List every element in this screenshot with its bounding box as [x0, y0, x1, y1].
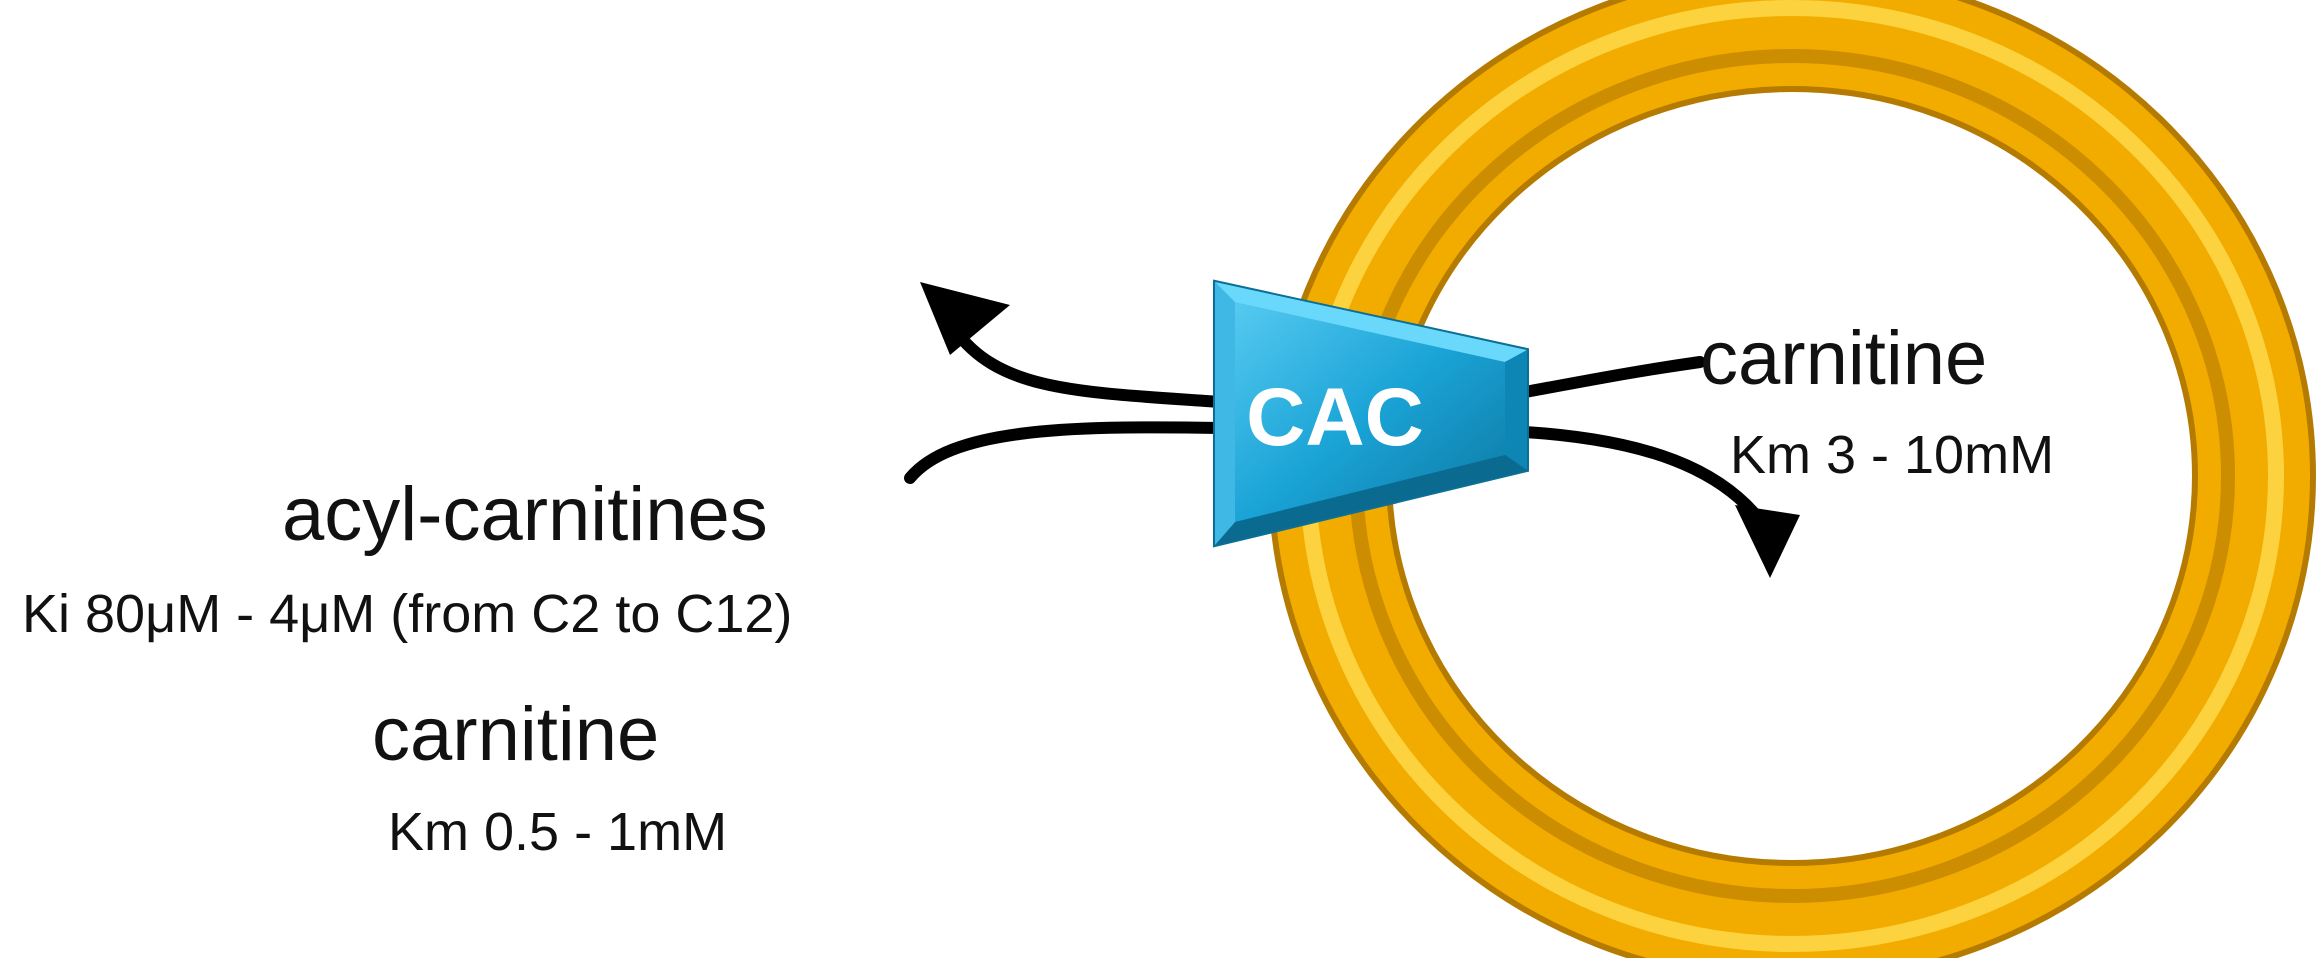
- carnitine-inside-label: carnitine: [1700, 316, 1987, 401]
- cac-transporter: CAC: [1213, 279, 1529, 548]
- acyl-carnitines-kinetics: Ki 80μM - 4μM (from C2 to C12): [22, 584, 792, 644]
- influx-arrow-line-inside: [1519, 426, 1766, 526]
- cac-label: CAC: [1246, 372, 1424, 463]
- acyl-carnitines-label: acyl-carnitines: [282, 472, 768, 557]
- carnitine-inside-kinetics: Km 3 - 10mM: [1730, 425, 2054, 485]
- carnitine-line-inside: [1519, 356, 1706, 398]
- carnitine-outside-kinetics: Km 0.5 - 1mM: [388, 802, 727, 862]
- efflux-arrow-line: [949, 324, 1226, 408]
- efflux-arrowhead: [920, 282, 1010, 355]
- influx-arrowhead-inside: [1735, 505, 1800, 578]
- carnitine-outside-label: carnitine: [372, 692, 659, 777]
- transport-arrows: [904, 324, 1766, 526]
- influx-line-outside: [904, 421, 1226, 484]
